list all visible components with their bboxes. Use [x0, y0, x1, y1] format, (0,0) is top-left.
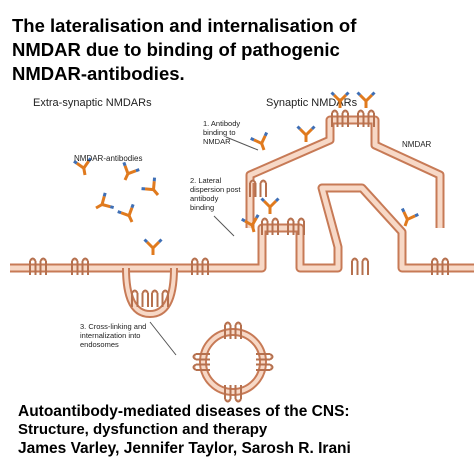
svg-text:endosomes: endosomes	[80, 340, 119, 349]
citation-line-1: Autoantibody-mediated diseases of the CN…	[18, 403, 350, 420]
svg-text:binding: binding	[190, 203, 214, 212]
endosome	[192, 321, 274, 403]
citation-authors: James Varley, Jennifer Taylor, Sarosh R.…	[18, 440, 351, 457]
process-arrows	[149, 136, 259, 356]
step-3-label: 3. Cross-linking and internalization int…	[80, 322, 146, 349]
title-line-3: NMDAR-antibodies.	[12, 63, 185, 84]
label-nmdar: NMDAR	[402, 140, 432, 149]
header-extrasynaptic: Extra-synaptic NMDARs	[33, 97, 152, 109]
step-2-label: 2. Lateral dispersion post antibody bind…	[190, 176, 241, 212]
svg-text:dispersion post: dispersion post	[190, 185, 241, 194]
internalizing-pit	[122, 267, 178, 319]
svg-text:2. Lateral: 2. Lateral	[190, 176, 222, 185]
svg-text:antibody: antibody	[190, 194, 219, 203]
figure-title: The lateralisation and internalisation o…	[12, 14, 472, 86]
svg-text:1. Antibody: 1. Antibody	[203, 119, 240, 128]
title-line-1: The lateralisation and internalisation o…	[12, 15, 357, 36]
svg-text:NMDAR: NMDAR	[203, 137, 231, 146]
svg-text:3. Cross-linking and: 3. Cross-linking and	[80, 322, 146, 331]
svg-text:internalization into: internalization into	[80, 331, 140, 340]
citation: Autoantibody-mediated diseases of the CN…	[18, 403, 472, 458]
free-antibodies	[72, 156, 167, 228]
label-nmdar-antibodies: NMDAR-antibodies	[74, 154, 142, 163]
step-1-label: 1. Antibody binding to NMDAR	[203, 119, 240, 146]
svg-text:binding to: binding to	[203, 128, 236, 137]
citation-line-2: Structure, dysfunction and therapy	[18, 421, 268, 438]
title-line-2: NMDAR due to binding of pathogenic	[12, 39, 340, 60]
header-synaptic: Synaptic NMDARs	[266, 97, 358, 109]
